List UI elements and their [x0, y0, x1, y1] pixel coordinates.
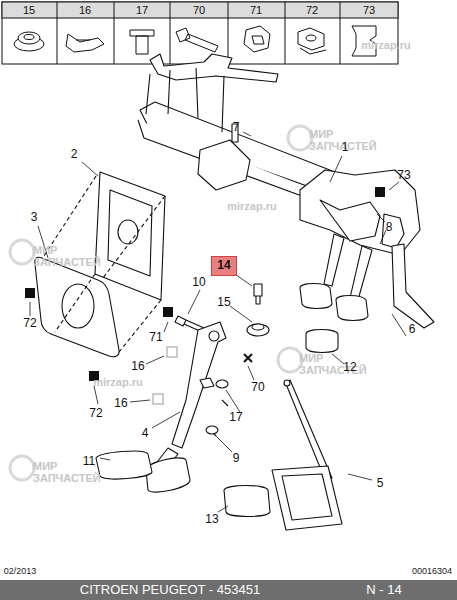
highlighted-callout: 14: [211, 256, 236, 275]
table-header-number: 73: [363, 4, 375, 16]
parts-table: [2, 2, 398, 64]
table-header-number: 72: [306, 4, 318, 16]
callout-number: 7: [233, 121, 240, 134]
callout-number: 5: [377, 477, 384, 490]
callout-number: 72: [23, 317, 36, 330]
table-header-number: 71: [250, 4, 262, 16]
callout-number: 72: [89, 407, 102, 420]
callout-number: 3: [31, 211, 38, 224]
footer-note: 02/2013: [4, 567, 37, 577]
table-header-number: 70: [193, 4, 205, 16]
callout-number: 13: [205, 513, 218, 526]
callout-number: 10: [192, 276, 205, 289]
callout-number: 70: [251, 381, 264, 394]
callout-number: 15: [217, 296, 230, 309]
callout-number: 1: [342, 141, 349, 154]
table-header-number: 15: [23, 4, 35, 16]
callout-number: 2: [71, 148, 78, 161]
watermark: МИР ЗАПЧАСТЕЙ: [33, 244, 95, 268]
footer-note: 00016304: [412, 567, 452, 577]
callout-number: 16: [114, 397, 127, 410]
watermark: mirzap.ru: [93, 376, 143, 388]
table-header-number: 16: [79, 4, 91, 16]
callout-number: 12: [343, 361, 356, 374]
callout-number: 71: [149, 331, 162, 344]
callout-number: 9: [233, 452, 240, 465]
callout-number: 6: [409, 323, 416, 336]
footer-title: N - 14: [366, 583, 401, 597]
watermark: МИР ЗАПЧАСТЕЙ: [309, 128, 371, 152]
footer-title: CITROEN PEUGEOT - 453451: [80, 583, 260, 597]
callout-number: 73: [397, 169, 410, 182]
table-header-number: 17: [136, 4, 148, 16]
callout-number: 4: [142, 427, 149, 440]
callout-number: 17: [229, 411, 242, 424]
callout-number: 8: [386, 221, 393, 234]
watermark: mirzap.ru: [227, 200, 277, 212]
watermark: mirzap.ru: [361, 39, 411, 51]
footer-bar: [0, 580, 457, 600]
callout-number: 11: [83, 455, 95, 468]
callout-number: 16: [131, 360, 144, 373]
